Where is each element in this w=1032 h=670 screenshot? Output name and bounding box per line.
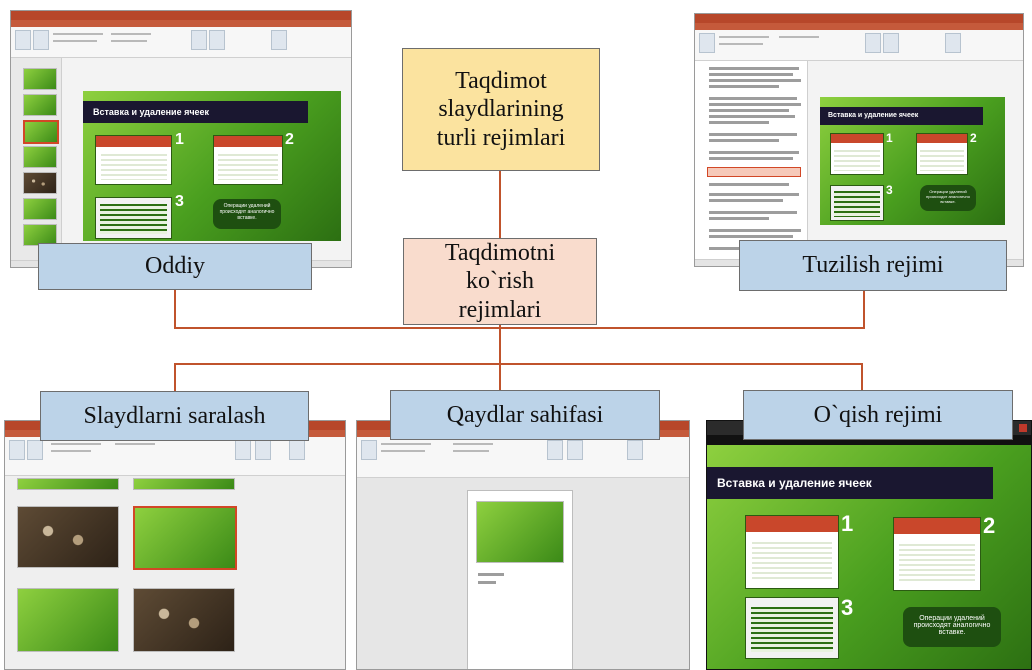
connector-line <box>174 289 176 327</box>
slide-table <box>745 515 839 589</box>
slide-canvas: Вставка и удаление ячеек 1 2 3 Операции … <box>83 91 341 241</box>
ribbon <box>357 437 689 478</box>
slide-number-label: 3 <box>175 193 184 210</box>
connector-line <box>174 363 863 365</box>
reading-view-screenshot: Вставка и удаление ячеек 1 2 3 Операции … <box>706 420 1032 670</box>
slide-thumbnail[interactable] <box>23 172 57 194</box>
slide-table <box>830 133 884 175</box>
slide-thumbnail[interactable] <box>23 94 57 116</box>
ribbon <box>11 27 351 58</box>
ribbon-titlebar <box>695 14 1023 23</box>
slide-number-label: 3 <box>841 595 854 620</box>
connector-line <box>863 290 865 327</box>
sorter-slide[interactable] <box>133 478 235 490</box>
slide-number-label: 2 <box>285 131 294 148</box>
ribbon <box>5 437 345 476</box>
notes-page <box>467 490 573 669</box>
ribbon-titlebar <box>11 11 351 20</box>
slide-title: Вставка и удаление ячеек <box>83 101 308 123</box>
notes-page-screenshot <box>356 420 690 670</box>
slide-callout: Операции удалений происходят аналогично … <box>213 199 281 229</box>
sorter-slide[interactable] <box>17 588 119 652</box>
connector-line <box>499 323 501 391</box>
outline-view-screenshot: Вставка и удаление ячеек 1 2 3 Операции … <box>694 13 1024 267</box>
slide-number-label: 1 <box>886 131 893 145</box>
mode-label-saralash: Slaydlarni saralash <box>40 391 309 441</box>
slide-table <box>893 517 981 591</box>
slide-title: Вставка и удаление ячеек <box>707 467 993 499</box>
connector-line <box>174 327 865 329</box>
slide-data-table <box>830 185 884 221</box>
notes-slide-thumbnail[interactable] <box>476 501 564 563</box>
slide-number-label: 1 <box>175 131 184 148</box>
sorter-slide[interactable] <box>17 478 119 490</box>
connector-line <box>861 363 863 391</box>
slide-number-label: 2 <box>970 131 977 145</box>
slide-thumbnail-selected[interactable] <box>23 120 59 144</box>
ribbon-tabs <box>695 23 1023 30</box>
connector-line <box>174 363 176 393</box>
notes-page-area <box>357 478 689 669</box>
slide-table <box>95 135 172 185</box>
connector-line <box>499 170 501 240</box>
sorter-slide[interactable] <box>17 506 119 568</box>
slide-callout: Операции удалений происходят аналогично … <box>903 607 1001 647</box>
normal-view-screenshot: Вставка и удаление ячеек 1 2 3 Операции … <box>10 10 352 268</box>
slide-data-table <box>745 597 839 659</box>
mode-label-tuzilish: Tuzilish rejimi <box>739 240 1007 291</box>
slide-table <box>916 133 968 175</box>
outline-text-pane <box>695 61 808 261</box>
outline-selected-item[interactable] <box>707 167 801 177</box>
slide-thumbnail-pane <box>11 58 62 263</box>
mode-label-qaydlar: Qaydlar sahifasi <box>390 390 660 440</box>
slide-number-label: 2 <box>983 513 996 538</box>
sorter-slide[interactable] <box>133 588 235 652</box>
slide-thumbnail[interactable] <box>23 198 57 220</box>
slide-thumbnail[interactable] <box>23 68 57 90</box>
mode-label-oddiy: Oddiy <box>38 243 312 290</box>
slide-title: Вставка и удаление ячеек <box>820 107 983 125</box>
sorter-slide-selected[interactable] <box>133 506 237 570</box>
top-title-box: Taqdimot slaydlarining turli rejimlari <box>402 48 600 171</box>
slide-number-label: 3 <box>886 183 893 197</box>
slide-canvas: Вставка и удаление ячеек 1 2 3 Операции … <box>707 445 1031 669</box>
slide-number-label: 1 <box>841 511 854 536</box>
slide-callout: Операции удалений происходят аналогично … <box>920 185 976 211</box>
ribbon <box>695 30 1023 61</box>
slide-data-table <box>95 197 172 239</box>
slide-canvas: Вставка и удаление ячеек 1 2 3 Операции … <box>820 97 1005 225</box>
center-title-box: Taqdimotni ko`rish rejimlari <box>403 238 597 325</box>
slide-thumbnail[interactable] <box>23 146 57 168</box>
sorter-grid <box>5 476 345 669</box>
ribbon-tabs <box>11 20 351 27</box>
slide-sorter-screenshot <box>4 420 346 670</box>
slide-table <box>213 135 283 185</box>
mode-label-oqish: O`qish rejimi <box>743 390 1013 440</box>
